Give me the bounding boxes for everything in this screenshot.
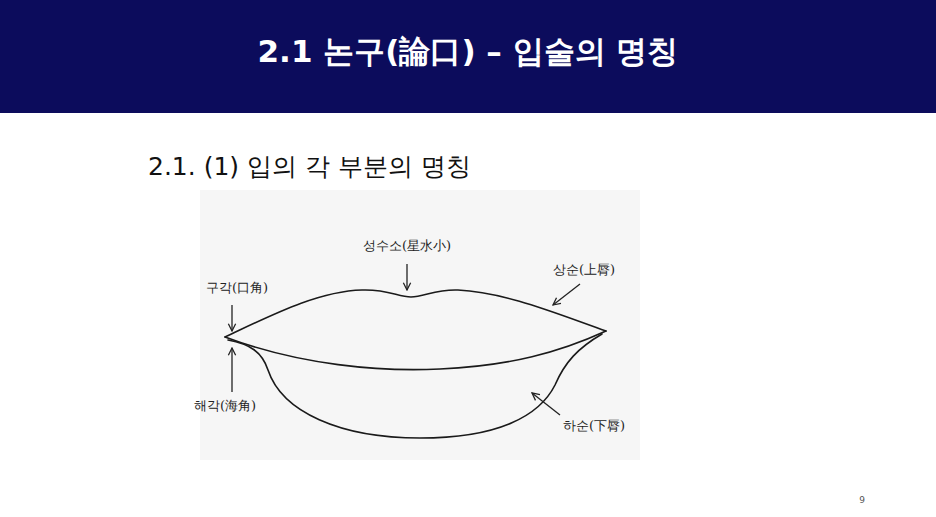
upper-lip-outline [225, 290, 606, 337]
part-name: 구각(口角) [206, 279, 268, 297]
header-bar [0, 0, 936, 113]
part-name: 상순(上脣) [553, 261, 615, 279]
slide-title: 2.1 논구(論口) – 입술의 명칭 [258, 31, 679, 73]
part-name: 해각(海角) [194, 397, 256, 415]
section-subtitle: 2.1. (1) 입의 각 부분의 명칭 [148, 150, 471, 183]
leader-arrows [232, 264, 580, 415]
mouth-line [225, 331, 606, 370]
leader-arrow [406, 264, 407, 290]
part-name: 하순(下脣) [563, 417, 625, 435]
leader-arrow [553, 284, 580, 305]
part-name: 성수소(星水小) [363, 237, 451, 255]
leader-arrow [532, 393, 560, 415]
leader-arrow [231, 348, 232, 392]
drawing-ground [200, 190, 640, 460]
page-number: 9 [859, 495, 865, 505]
lower-lip-outline [228, 334, 602, 438]
lips-drawing [225, 290, 606, 438]
leader-arrow [231, 305, 232, 331]
